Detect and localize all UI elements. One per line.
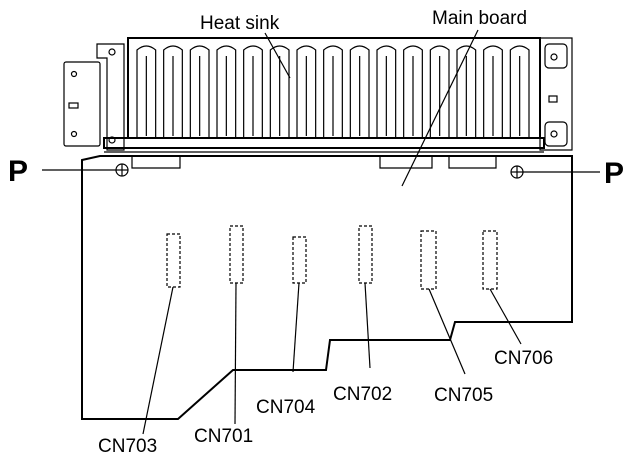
screw-left <box>115 163 129 177</box>
leader-cn701 <box>234 282 237 425</box>
heat-sink-fin <box>483 45 503 138</box>
right-bracket <box>539 37 573 151</box>
heat-sink-fin <box>269 45 290 138</box>
leader-cn702 <box>364 282 371 369</box>
heat-sink-fin <box>456 45 477 138</box>
label-cn703: CN703 <box>98 436 157 455</box>
heat-sink <box>103 37 545 153</box>
heat-sink-fin <box>429 45 450 138</box>
heat-sink-fin <box>163 45 183 138</box>
connector-cn704 <box>292 236 307 284</box>
connector-cn702 <box>358 225 373 284</box>
screw-right <box>510 165 524 179</box>
heat-sink-fin <box>216 45 237 138</box>
heat-sink-fin <box>509 45 530 138</box>
heat-sink-label: Heat sink <box>200 13 280 34</box>
main-board <box>81 155 573 420</box>
label-cn701: CN701 <box>194 426 253 447</box>
label-cn704: CN704 <box>256 397 316 418</box>
connector-cn701 <box>229 225 244 284</box>
heat-sink-fin <box>296 45 317 138</box>
leader-cn704 <box>292 282 300 373</box>
p-left-label: P <box>8 155 28 188</box>
heat-sink-fin <box>403 45 423 138</box>
heat-sink-fin <box>376 45 397 138</box>
label-cn705: CN705 <box>434 385 493 406</box>
heat-sink-fin <box>136 45 157 138</box>
left-bracket <box>63 43 125 151</box>
heat-sink-fin <box>349 45 370 138</box>
leader-cn703 <box>142 286 174 435</box>
connector-cn706 <box>482 230 498 290</box>
connector-cn703 <box>166 233 181 288</box>
heat-sink-fin <box>189 45 210 138</box>
label-cn702: CN702 <box>333 384 392 405</box>
leader-cn705 <box>428 288 466 375</box>
main-board-label: Main board <box>432 8 527 29</box>
heat-sink-fins <box>136 45 530 138</box>
leader-cn706 <box>489 288 522 345</box>
label-cn706: CN706 <box>494 348 553 369</box>
heat-sink-fin <box>243 45 263 138</box>
connector-cn705 <box>420 230 437 290</box>
heat-sink-fin <box>323 45 343 138</box>
main-board-leader <box>401 29 479 187</box>
heat-sink-leader <box>264 32 291 79</box>
p-right-label: P <box>604 157 624 190</box>
